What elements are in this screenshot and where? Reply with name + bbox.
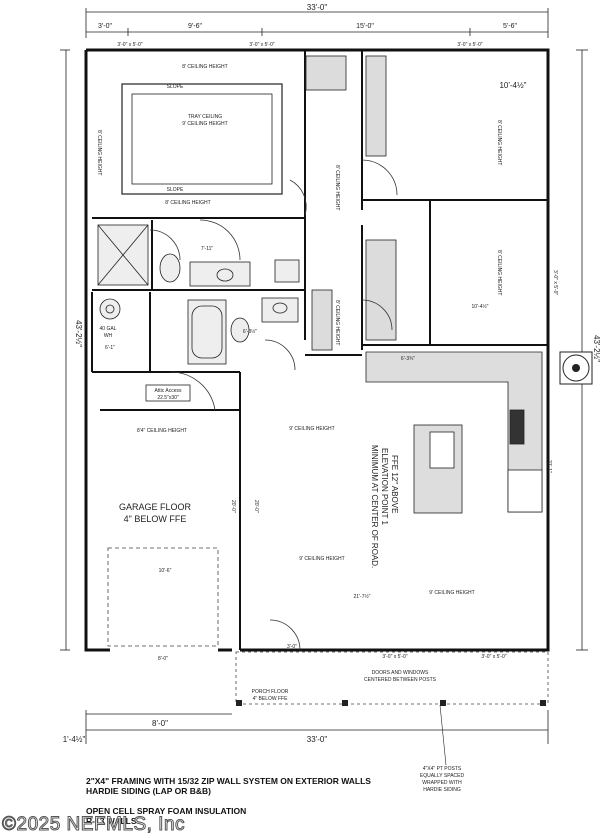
- insulation-note: OPEN CELL SPRAY FOAM INSULATION: [86, 806, 247, 816]
- dim-top-2: 9'-6": [188, 23, 202, 30]
- toilet-master: [159, 253, 181, 283]
- porch-doors-note-2: CENTERED BETWEEN POSTS: [364, 677, 437, 683]
- master-ceiling-left: 8' CEILING HEIGHT: [96, 130, 102, 175]
- tray-ceiling-height: 9' CEILING HEIGHT: [182, 121, 227, 127]
- porch-doors-note: DOORS AND WINDOWS: [372, 670, 429, 676]
- porch-floor-label: PORCH FLOOR: [252, 689, 289, 695]
- dining-ceiling: 9' CEILING HEIGHT: [299, 556, 344, 562]
- bedroom2-width: 10'-4½": [472, 303, 489, 310]
- attic-access: [145, 384, 191, 402]
- posts-note-2: EQUALLY SPACED: [420, 773, 465, 779]
- window-label-5: 3'-0" x 5'-0": [481, 654, 506, 660]
- tray-ceiling-label: TRAY CEILING: [188, 114, 222, 120]
- window-label-4: 3'-0" x 5'-0": [382, 654, 407, 660]
- garage-door-width: 8'-0": [158, 656, 168, 662]
- slope-label: SLOPE: [167, 84, 184, 90]
- dim-bottom-left: 8'-0": [152, 719, 168, 728]
- slope-label-bottom: SLOPE: [167, 187, 184, 193]
- water-heater-label: 40 GAL: [100, 326, 117, 332]
- mbath-dim: 7'-11": [201, 246, 214, 252]
- dim-right-overall: 43'-2½": [592, 335, 601, 362]
- garage-depth: 20'-0": [230, 500, 236, 513]
- right-depth: 21'-1": [546, 460, 552, 473]
- porch-outline: [235, 651, 549, 705]
- bedroom1-ceiling: 8' CEILING HEIGHT: [496, 120, 502, 165]
- posts-note-3: WRAPPED WITH: [422, 780, 462, 786]
- window-label-3: 3'-0" x 5'-0": [457, 42, 482, 48]
- garage-floor-label: GARAGE FLOOR: [119, 502, 192, 512]
- attic-label: Attic Access: [155, 388, 182, 394]
- dim-bottom-overall: 33'-0": [307, 735, 328, 744]
- framing-note: 2"X4" FRAMING WITH 15/32 ZIP WALL SYSTEM…: [86, 776, 371, 786]
- window-label-2: 3'-0" x 5'-0": [249, 42, 274, 48]
- garage-slope-area: [107, 547, 219, 647]
- master-ceiling-top: 8' CEILING HEIGHT: [182, 64, 227, 70]
- ffe-note-2: ELEVATION POINT 1: [380, 448, 389, 525]
- dim-left-overall: 43'-2½": [74, 320, 83, 347]
- entry-door-dim: 3'-0": [287, 644, 297, 650]
- siding-note: HARDIE SIDING (LAP OR B&B): [86, 786, 211, 796]
- dim-top-4: 5'-6": [503, 23, 517, 30]
- porch-floor-note: 4" BELOW FFE: [253, 696, 289, 702]
- ffe-note-1: FFE 12" ABOVE: [390, 455, 399, 513]
- hall2-ceiling: 8' CEILING HEIGHT: [334, 300, 340, 345]
- bath-fixtures: [97, 224, 300, 365]
- kitchen-ceiling: 9' CEILING HEIGHT: [429, 590, 474, 596]
- ffe-note-3: MINIMUM AT CENTER OF ROAD.: [370, 445, 379, 568]
- posts-note-4: HARDIE SIDING: [423, 787, 461, 793]
- bedroom1-width: 10'-4½": [499, 81, 526, 90]
- bedroom2-ceiling: 8' CEILING HEIGHT: [496, 250, 502, 295]
- door-swings: [149, 159, 398, 651]
- living-depth: 20'-0": [253, 500, 259, 513]
- garage-ceiling: 8'4" CEILING HEIGHT: [137, 428, 187, 434]
- closet-shelving: [305, 55, 397, 351]
- garage-floor-note: 4" BELOW FFE: [124, 514, 187, 524]
- living-ceiling: 9' CEILING HEIGHT: [289, 426, 334, 432]
- living-width: 21'-7½": [354, 593, 371, 600]
- dim-top-overall: 33'-0": [307, 3, 328, 12]
- tray-ceiling-outline: [121, 83, 283, 195]
- window-label-6: 3'-0" x 5'-0": [552, 270, 558, 295]
- exterior-walls: [84, 48, 550, 652]
- kitchen-width: 6'-3¾": [401, 356, 415, 362]
- bath-dim: 6'-3½": [243, 328, 257, 335]
- garage-slope-width: 10'-6": [159, 568, 172, 574]
- ac-unit: [559, 351, 593, 385]
- dim-top-3: 15'-0": [356, 23, 374, 30]
- hall-ceiling: 8' CEILING HEIGHT: [334, 165, 340, 210]
- water-heater: [99, 298, 121, 320]
- porch-posts: [236, 700, 546, 706]
- toilet-hall: [230, 317, 250, 343]
- wh-dim: 6'-1": [105, 345, 115, 351]
- walls-note: R-13 WALLS: [86, 816, 137, 826]
- kitchen-counters: [365, 351, 543, 514]
- window-label-1: 3'-0" x 5'-0": [117, 42, 142, 48]
- attic-size: 22.5"x30": [157, 395, 179, 401]
- posts-note-1: 4"X4" PT POSTS: [423, 766, 462, 772]
- dim-top-1: 3'-0": [98, 23, 112, 30]
- dim-bottom-offset: 1'-4½": [63, 735, 86, 744]
- watermark: ©2025 NEFMLS, Inc: [1, 814, 186, 836]
- master-ceiling-bottom: 8' CEILING HEIGHT: [165, 200, 210, 206]
- interior-walls: [91, 50, 548, 650]
- water-heater-label-2: WH: [104, 333, 113, 339]
